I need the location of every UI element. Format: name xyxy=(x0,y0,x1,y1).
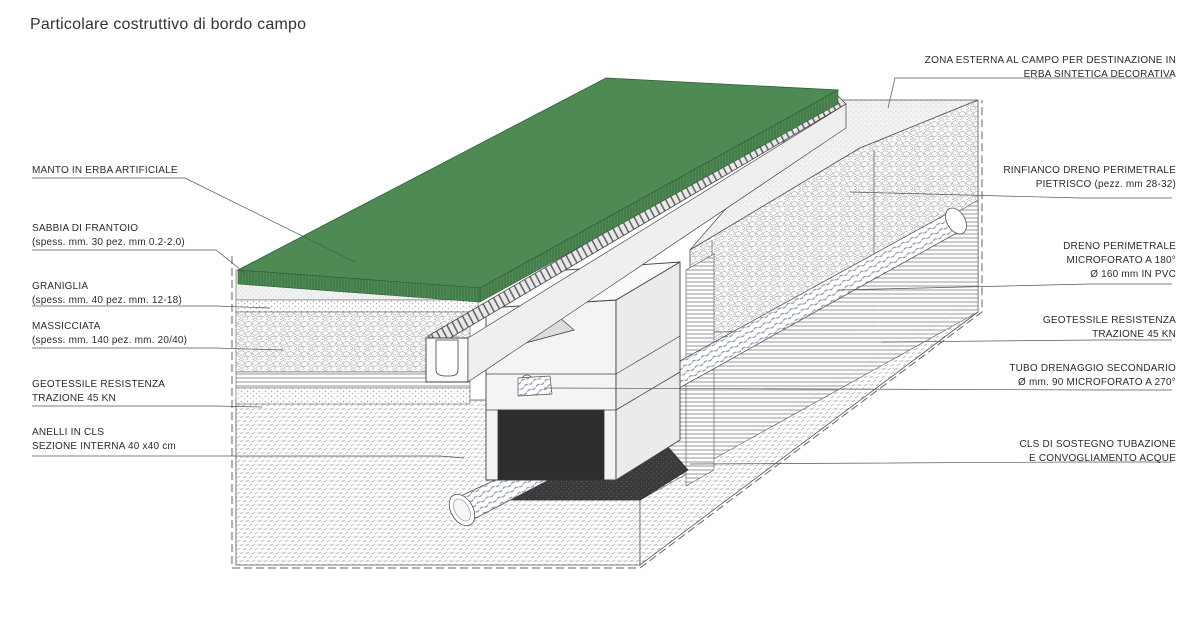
label-line: ERBA SINTETICA DECORATIVA xyxy=(1023,69,1176,80)
layer-fine-lower xyxy=(235,387,471,405)
concrete-ring-manhole xyxy=(484,261,681,481)
label-line: GEOTESSILE RESISTENZA xyxy=(32,379,166,390)
label-cls-sostegno: CLS DI SOSTEGNO TUBAZIONE E CONVOGLIAMEN… xyxy=(1019,438,1176,466)
leader-lines-left xyxy=(32,177,465,459)
label-line: SABBIA DI FRANTOIO xyxy=(32,223,139,234)
label-line: TRAZIONE 45 KN xyxy=(32,393,116,404)
label-anelli-cls: ANELLI IN CLS SEZIONE INTERNA 40 x40 cm xyxy=(32,426,176,454)
label-dreno-perimetrale: DRENO PERIMETRALE MICROFORATO A 180° Ø 1… xyxy=(1063,240,1176,282)
label-line: (spess. mm. 40 pez. mm. 12-18) xyxy=(32,295,182,306)
label-line: GEOTESSILE RESISTENZA xyxy=(1042,315,1176,326)
label-tubo-drenaggio: TUBO DRENAGGIO SECONDARIO Ø mm. 90 MICRO… xyxy=(1009,362,1176,390)
label-line: PIETRISCO (pezz. mm 28-32) xyxy=(1035,179,1176,190)
label-zona-esterna: ZONA ESTERNA AL CAMPO PER DESTINAZIONE I… xyxy=(925,54,1176,82)
label-graniglia: GRANIGLIA (spess. mm. 40 pez. mm. 12-18) xyxy=(32,280,182,308)
leader-lines-right xyxy=(543,77,1172,465)
label-line: GRANIGLIA xyxy=(32,281,89,292)
label-geotessile-left: GEOTESSILE RESISTENZA TRAZIONE 45 KN xyxy=(32,378,165,406)
drainage-channel-grate xyxy=(425,95,847,383)
label-line: MANTO IN ERBA ARTIFICIALE xyxy=(32,165,178,176)
label-line: RINFIANCO DRENO PERIMETRALE xyxy=(1003,165,1176,176)
label-line: E CONVOGLIAMENTO ACQUE xyxy=(1028,453,1176,464)
artificial-turf-slab xyxy=(236,77,840,303)
label-line: TUBO DRENAGGIO SECONDARIO xyxy=(1009,363,1176,374)
label-line: MICROFORATO A 180° xyxy=(1066,255,1176,266)
label-line: TRAZIONE 45 KN xyxy=(1092,329,1176,340)
label-massicciata: MASSICCIATA (spess. mm. 140 pez. mm. 20/… xyxy=(32,320,187,348)
label-line: (spess. mm. 140 pez. mm. 20/40) xyxy=(32,335,188,346)
label-line: MASSICCIATA xyxy=(32,321,101,332)
label-line: ANELLI IN CLS xyxy=(32,427,105,438)
layer-graniglia xyxy=(235,299,479,313)
drawing-title: Particolare costruttivo di bordo campo xyxy=(30,16,307,33)
turf-side-edge xyxy=(479,89,839,303)
label-line: ZONA ESTERNA AL CAMPO PER DESTINAZIONE I… xyxy=(924,55,1176,66)
label-line: DRENO PERIMETRALE xyxy=(1063,241,1176,252)
label-geotessile-right: GEOTESSILE RESISTENZA TRAZIONE 45 KN xyxy=(1043,314,1176,342)
label-line: SEZIONE INTERNA 40 x40 cm xyxy=(32,441,176,452)
boundary-dashed-outline xyxy=(231,100,983,569)
label-manto-erba: MANTO IN ERBA ARTIFICIALE xyxy=(32,164,178,178)
label-line: (spess. mm. 30 pez. mm 0.2-2.0) xyxy=(32,237,185,248)
label-line: CLS DI SOSTEGNO TUBAZIONE xyxy=(1019,439,1176,450)
label-sabbia-frantoio: SABBIA DI FRANTOIO (spess. mm. 30 pez. m… xyxy=(32,222,185,250)
label-rinfianco-dreno: RINFIANCO DRENO PERIMETRALE PIETRISCO (p… xyxy=(1003,164,1176,192)
label-line: Ø mm. 90 MICROFORATO A 270° xyxy=(1018,377,1176,388)
label-line: Ø 160 mm IN PVC xyxy=(1090,269,1176,280)
